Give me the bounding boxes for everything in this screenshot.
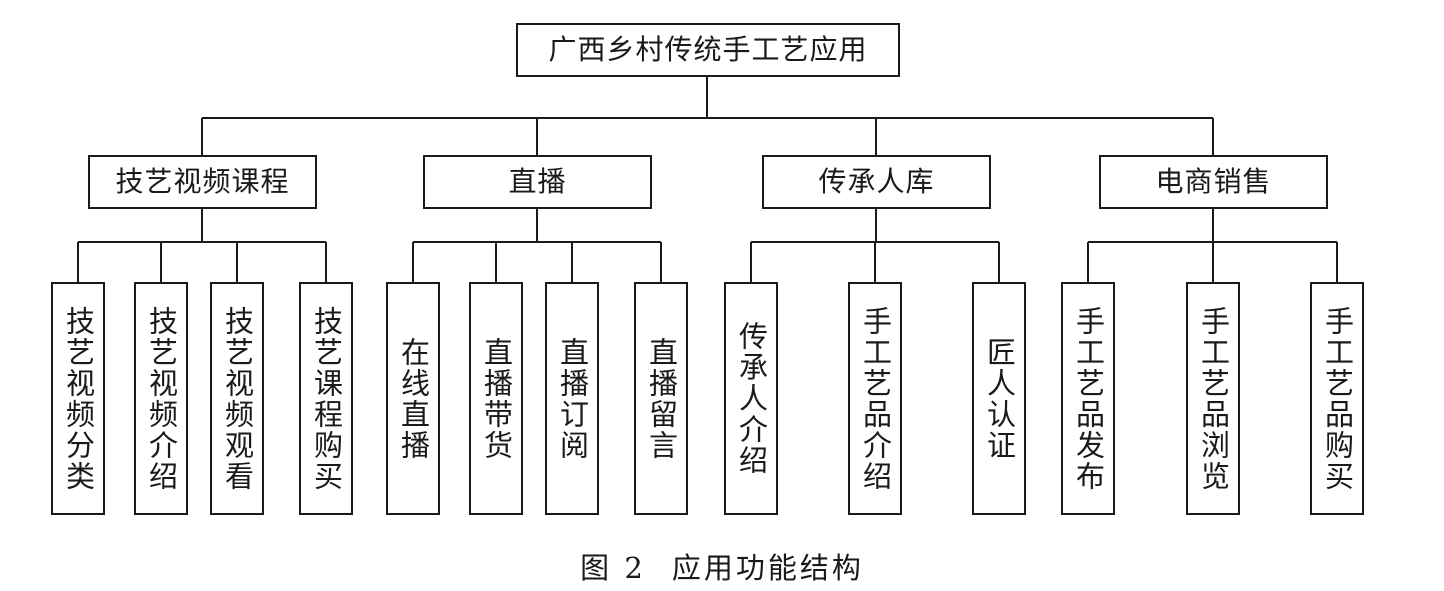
leaf-label: 技艺视频介绍 xyxy=(144,305,179,492)
leaf-label: 技艺课程购买 xyxy=(309,305,344,492)
leaf-label: 在线直播 xyxy=(396,336,431,461)
module-label: 传承人库 xyxy=(818,165,935,198)
leaf-label: 技艺视频观看 xyxy=(220,305,255,492)
module-label: 电商销售 xyxy=(1155,165,1272,198)
leaf-label: 传承人介绍 xyxy=(734,321,769,476)
figure-number: 图 2 xyxy=(580,551,646,585)
leaf-node: 技艺视频介绍 xyxy=(134,282,188,515)
leaf-node: 传承人介绍 xyxy=(724,282,778,515)
leaf-node: 手工艺品介绍 xyxy=(848,282,902,515)
leaf-node: 在线直播 xyxy=(386,282,440,515)
leaf-label: 手工艺品发布 xyxy=(1071,305,1106,492)
module-node-ecommerce: 电商销售 xyxy=(1099,155,1328,209)
root-node: 广西乡村传统手工艺应用 xyxy=(516,23,900,77)
leaf-label: 技艺视频分类 xyxy=(61,305,96,492)
leaf-node: 匠人认证 xyxy=(972,282,1026,515)
leaf-label: 手工艺品浏览 xyxy=(1196,305,1231,492)
leaf-node: 手工艺品浏览 xyxy=(1186,282,1240,515)
figure-caption: 图 2 应用功能结构 xyxy=(0,545,1444,587)
module-node-video-course: 技艺视频课程 xyxy=(88,155,317,209)
leaf-node: 技艺课程购买 xyxy=(299,282,353,515)
leaf-node: 技艺视频观看 xyxy=(210,282,264,515)
module-node-live: 直播 xyxy=(423,155,652,209)
leaf-label: 手工艺品购买 xyxy=(1320,305,1355,492)
leaf-label: 直播留言 xyxy=(644,336,679,461)
leaf-label: 匠人认证 xyxy=(982,336,1017,461)
leaf-node: 技艺视频分类 xyxy=(51,282,105,515)
module-label: 技艺视频课程 xyxy=(115,165,290,198)
leaf-node: 直播留言 xyxy=(634,282,688,515)
leaf-node: 手工艺品购买 xyxy=(1310,282,1364,515)
leaf-node: 直播带货 xyxy=(469,282,523,515)
module-label: 直播 xyxy=(508,165,567,198)
root-node-label: 广西乡村传统手工艺应用 xyxy=(548,33,868,66)
leaf-label: 手工艺品介绍 xyxy=(858,305,893,492)
figure-title: 应用功能结构 xyxy=(671,551,864,585)
leaf-label: 直播订阅 xyxy=(555,336,590,461)
leaf-label: 直播带货 xyxy=(479,336,514,461)
leaf-node: 直播订阅 xyxy=(545,282,599,515)
leaf-node: 手工艺品发布 xyxy=(1061,282,1115,515)
module-node-inheritor-library: 传承人库 xyxy=(762,155,991,209)
